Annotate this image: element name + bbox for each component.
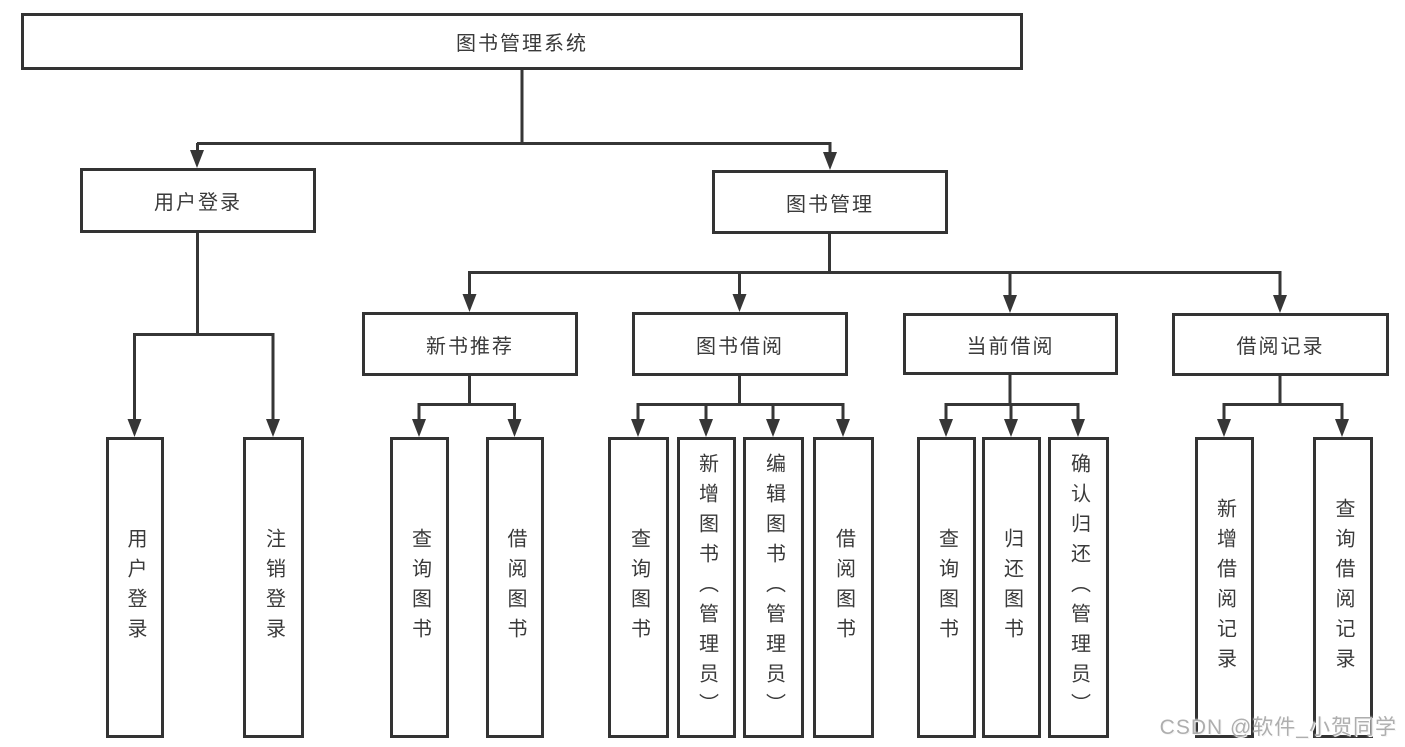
- node-label: 新增图书（管理员）: [695, 452, 718, 723]
- node-label: 用户登录: [154, 192, 242, 214]
- csdn-watermark: CSDN @软件_小贺同学: [1159, 716, 1397, 739]
- node-label: 新增借阅记录: [1213, 497, 1236, 678]
- leaf-records-add: 新增借阅记录: [1195, 437, 1254, 738]
- node-borrow-records: 借阅记录: [1172, 313, 1389, 376]
- node-label: 查询图书: [627, 527, 650, 648]
- leaf-recommend-borrow-books: 借阅图书: [486, 437, 544, 738]
- node-current-borrow: 当前借阅: [903, 313, 1118, 375]
- leaf-recommend-query-books: 查询图书: [390, 437, 449, 738]
- node-label: 查询图书: [408, 527, 431, 648]
- node-book-management: 图书管理: [712, 170, 948, 234]
- leaf-current-confirm-return-admin: 确认归还（管理员）: [1048, 437, 1109, 738]
- node-label: 借阅图书: [832, 527, 855, 648]
- node-label: 编辑图书（管理员）: [762, 452, 785, 723]
- node-label: 查询借阅记录: [1332, 497, 1354, 678]
- leaf-borrow-edit-books-admin: 编辑图书（管理员）: [743, 437, 804, 738]
- node-label: 借阅记录: [1236, 336, 1325, 358]
- node-library-management-system: 图书管理系统: [21, 13, 1023, 70]
- leaf-borrow-query-books: 查询图书: [608, 437, 669, 738]
- leaf-logout: 注销登录: [243, 437, 304, 738]
- node-label: 注销登录: [262, 527, 285, 648]
- leaf-current-return-books: 归还图书: [982, 437, 1041, 738]
- node-label: 图书管理系统: [456, 33, 588, 55]
- node-label: 归还图书: [1000, 527, 1023, 648]
- node-label: 当前借阅: [966, 335, 1055, 358]
- leaf-user-login: 用户登录: [106, 437, 164, 738]
- node-label: 确认归还（管理员）: [1067, 452, 1090, 723]
- leaf-records-query: 查询借阅记录: [1313, 437, 1373, 738]
- leaf-current-query-books: 查询图书: [917, 437, 976, 738]
- node-new-book-recommend: 新书推荐: [362, 312, 578, 376]
- node-user-login: 用户登录: [80, 168, 316, 233]
- node-label: 图书管理: [786, 193, 874, 216]
- node-label: 借阅图书: [504, 527, 526, 648]
- leaf-borrow-borrow-books: 借阅图书: [813, 437, 874, 738]
- leaf-borrow-add-books-admin: 新增图书（管理员）: [677, 437, 736, 738]
- node-label: 用户登录: [124, 527, 146, 648]
- node-label: 查询图书: [935, 527, 958, 648]
- node-book-borrow: 图书借阅: [632, 312, 848, 376]
- node-label: 图书借阅: [696, 335, 784, 358]
- node-label: 新书推荐: [426, 335, 514, 358]
